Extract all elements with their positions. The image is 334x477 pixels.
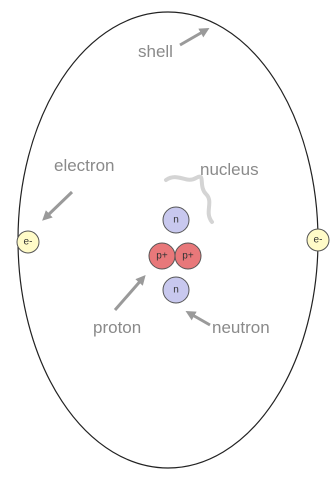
nucleus-label: nucleus <box>200 160 259 179</box>
neutron-top-label: n <box>173 215 179 226</box>
electron-shell <box>17 11 319 469</box>
nucleus: n p+ p+ n <box>148 206 202 304</box>
shell-label: shell <box>138 42 173 61</box>
shell-arrow <box>179 28 210 47</box>
neutron-arrow <box>185 311 211 327</box>
nucleus-pointer <box>164 174 214 224</box>
electron-right-label: e- <box>314 235 323 246</box>
electron-arrow <box>42 190 74 221</box>
neutron-bottom: n <box>162 276 190 304</box>
electron-left-label: e- <box>24 237 33 248</box>
electron-left: e- <box>16 230 40 254</box>
electron-right: e- <box>306 228 330 252</box>
proton-left: p+ <box>148 242 176 270</box>
proton-right: p+ <box>174 242 202 270</box>
proton-left-label: p+ <box>156 251 168 262</box>
neutron-label: neutron <box>212 318 270 337</box>
electron-label: electron <box>54 156 114 175</box>
proton-label: proton <box>93 318 141 337</box>
neutron-bottom-label: n <box>173 285 179 296</box>
proton-arrow <box>113 274 146 311</box>
neutron-top: n <box>162 206 190 234</box>
proton-right-label: p+ <box>182 251 194 262</box>
